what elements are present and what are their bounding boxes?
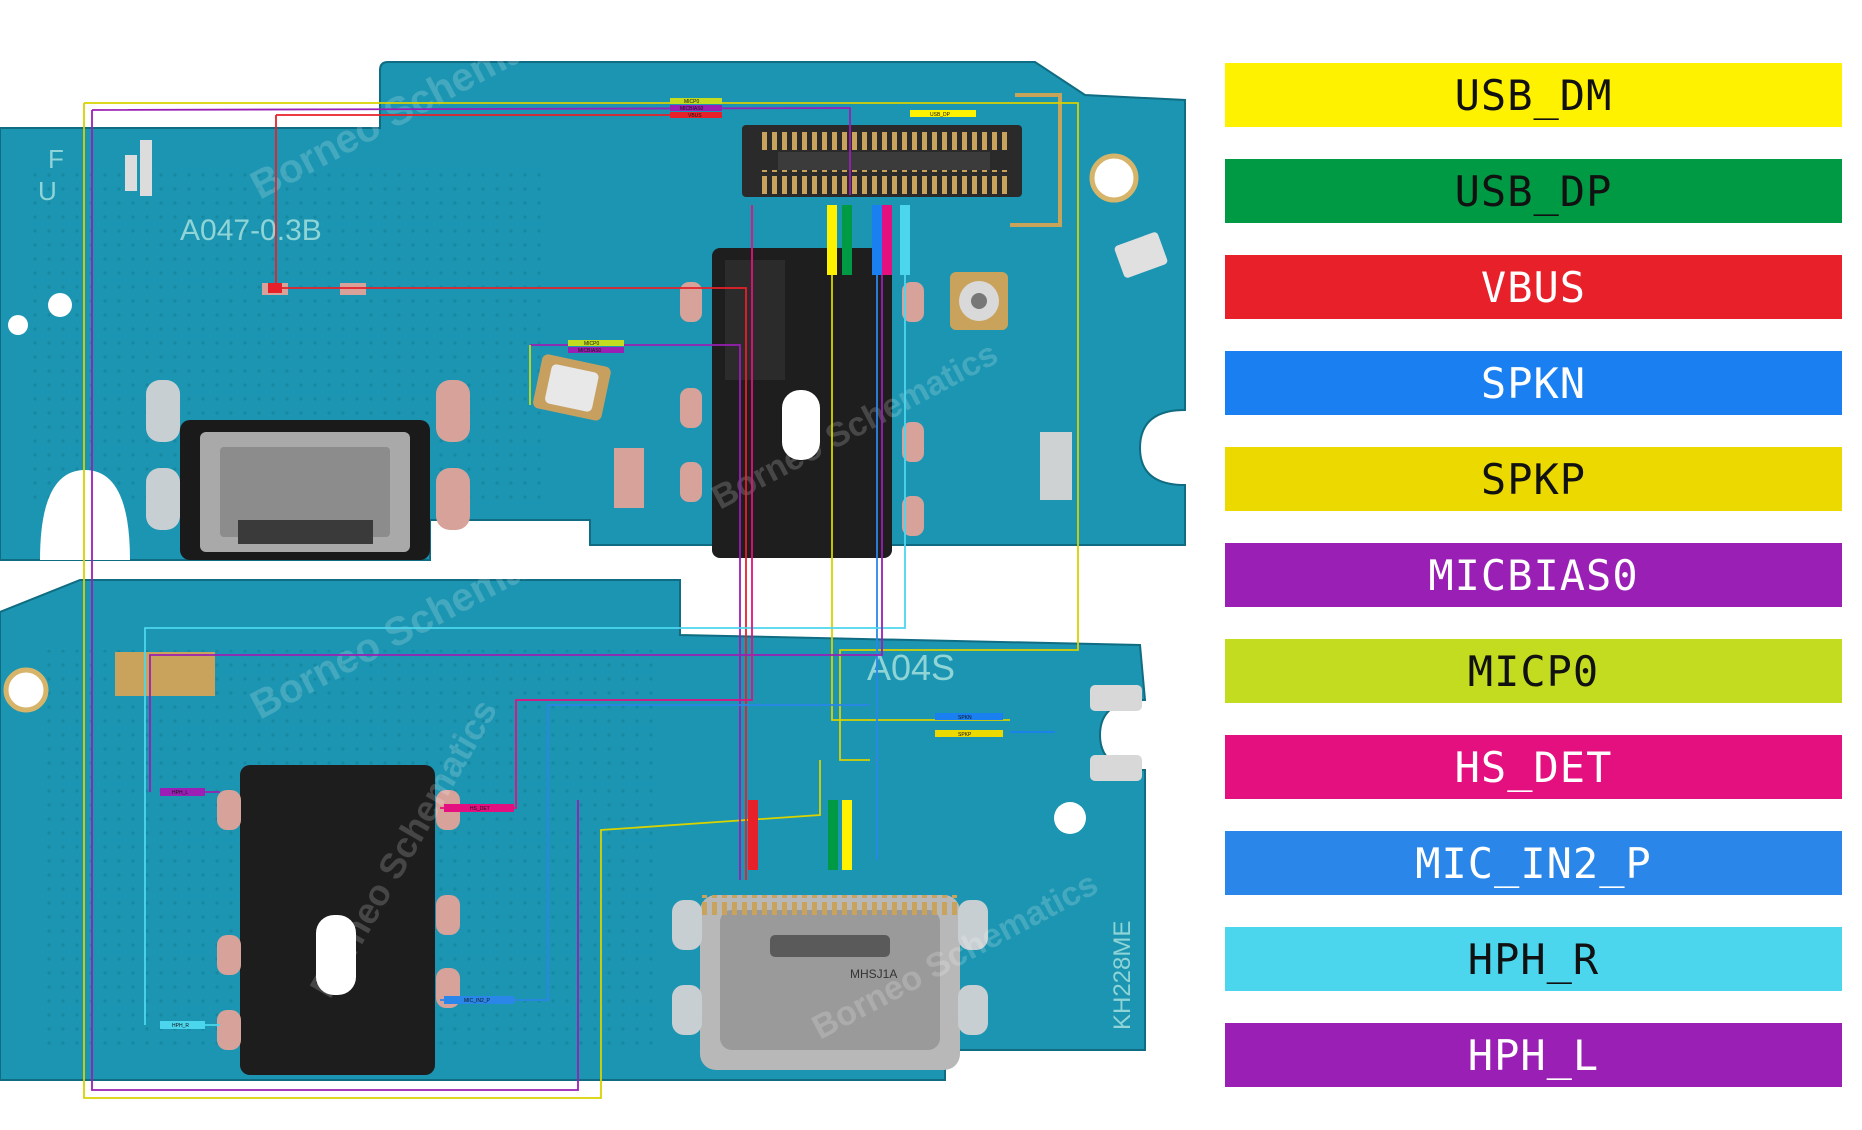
jack-tag-hph-r: HPH_R xyxy=(172,1023,189,1029)
top-microphone xyxy=(533,354,611,421)
spk-tag-spkn: SPKN xyxy=(958,715,972,721)
bottom-model-label: A04S xyxy=(867,647,955,688)
bottom-board: A04S KH228ME MHSJ1A Borneo Schematics xyxy=(0,514,1147,1081)
legend-item-usb-dm: USB_DM xyxy=(1225,63,1842,127)
legend-item-spkp: SPKP xyxy=(1225,447,1842,511)
jack-tag-hs-det: HS_DET xyxy=(470,806,490,812)
mic-tag-micbias0: MICBIAS0 xyxy=(578,348,602,354)
net-tags: MICP0 MICBIAS0 VBUS USB_DP MICP0 MICBIAS… xyxy=(160,98,1003,1029)
fpc-connector xyxy=(742,125,1022,197)
fpc-tag-micp0: MICP0 xyxy=(684,99,700,105)
legend-item-hph-l: HPH_L xyxy=(1225,1023,1842,1087)
legend-item-hs-det: HS_DET xyxy=(1225,735,1842,799)
top-model-label: A047-0.3B xyxy=(180,214,322,247)
jack-tag-hph-l: HPH_L xyxy=(172,790,188,796)
jack-tag-mic-in2-p: MIC_IN2_P xyxy=(464,998,491,1004)
mic-tag-micp0: MICP0 xyxy=(584,341,600,347)
fpc-tag-vbus: VBUS xyxy=(688,113,702,119)
fpc-tag-micbias0: MICBIAS0 xyxy=(680,106,704,112)
top-mark-f: F xyxy=(48,144,64,174)
top-audio-jack xyxy=(712,248,892,558)
legend-item-hph-r: HPH_R xyxy=(1225,927,1842,991)
usb-code-label: MHSJ1A xyxy=(850,967,897,981)
bottom-usb-c-port: MHSJ1A xyxy=(700,895,960,1070)
legend-item-mic-in2-p: MIC_IN2_P xyxy=(1225,831,1842,895)
top-board: A047-0.3B F U xyxy=(0,0,1186,561)
bottom-code-label: KH228ME xyxy=(1109,921,1136,1030)
fpc-tag-usb-dp: USB_DP xyxy=(930,112,951,118)
legend-item-usb-dp: USB_DP xyxy=(1225,159,1842,223)
spk-tag-spkp: SPKP xyxy=(958,732,972,738)
top-usb-port xyxy=(180,420,430,560)
legend-item-vbus: VBUS xyxy=(1225,255,1842,319)
rf-connector xyxy=(950,272,1008,330)
pcb-diagram: A047-0.3B F U xyxy=(0,0,1186,1099)
legend-item-micbias0: MICBIAS0 xyxy=(1225,543,1842,607)
bottom-audio-jack xyxy=(240,765,435,1075)
legend-item-micp0: MICP0 xyxy=(1225,639,1842,703)
legend-item-spkn: SPKN xyxy=(1225,351,1842,415)
top-mark-u: U xyxy=(38,176,57,206)
